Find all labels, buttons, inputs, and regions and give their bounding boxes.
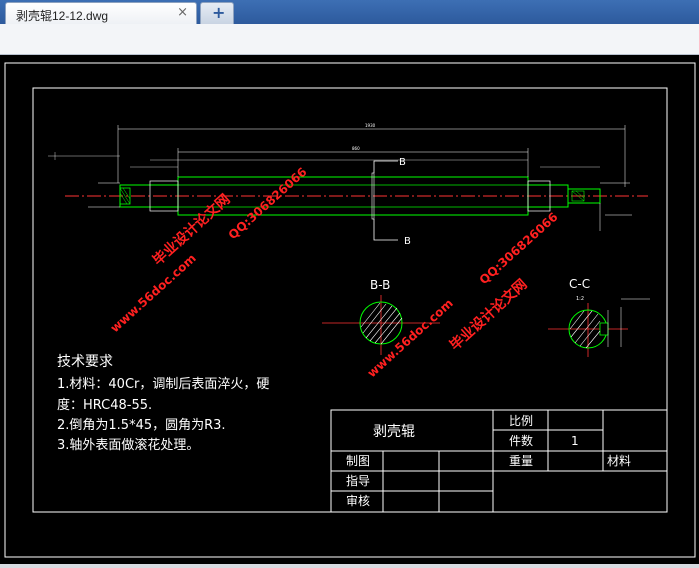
left-bearing	[149, 180, 179, 212]
section-cc-label: C-C	[569, 277, 590, 291]
shaft-main-view: 1930 860 B B	[48, 123, 648, 247]
guide-label: 指导	[346, 473, 370, 488]
tech-line-3: 2.倒角为1.5*45，圆角为R3.	[57, 418, 226, 433]
section-cc-scale: 1:2	[576, 296, 584, 302]
cut-line-b-top	[373, 160, 398, 173]
drawn-label: 制图	[346, 454, 370, 468]
new-tab-button[interactable]: +	[200, 2, 234, 24]
review-label: 审核	[346, 493, 370, 508]
watermark: 毕业设计论文网 QQ:306826066 www.56doc.com www.5…	[108, 165, 561, 381]
watermark-url-2: www.56doc.com	[365, 296, 456, 380]
material-label: 材料	[607, 454, 631, 468]
tab-bar: 剥壳辊12-12.dwg × +	[0, 0, 699, 24]
title-block	[330, 409, 668, 513]
tech-line-2: 度：HRC48-55.	[57, 397, 152, 413]
cut-label-b-top: B	[399, 157, 406, 168]
part-name: 剥壳辊	[373, 423, 415, 440]
watermark-qq-2: QQ:306826066	[477, 210, 561, 288]
scale-label: 比例	[509, 414, 533, 428]
dim-body-text: 860	[352, 146, 360, 151]
weight-label: 重量	[509, 454, 533, 468]
section-bb-label: B-B	[370, 278, 390, 292]
tech-heading: 技术要求	[57, 354, 113, 370]
left-keyway	[119, 187, 131, 205]
technical-requirements: 技术要求 1.材料：40Cr，调制后表面淬火，硬 度：HRC48-55. 2.倒…	[57, 354, 269, 453]
right-shaft-end	[567, 188, 601, 204]
outer-border	[4, 62, 696, 558]
watermark-site-cn-2: 毕业设计论文网	[446, 276, 530, 354]
watermark-qq-1: QQ:306826066	[226, 165, 310, 243]
count-value: 1	[571, 434, 579, 448]
cut-label-b-bottom: B	[404, 236, 411, 247]
cut-line-b-bottom	[373, 219, 398, 241]
tech-line-4: 3.轴外表面做滚花处理。	[57, 437, 199, 453]
tech-line-1: 1.材料：40Cr，调制后表面淬火，硬	[57, 377, 269, 392]
count-label: 件数	[509, 433, 533, 448]
keyway	[599, 322, 609, 336]
drawing-viewport[interactable]: 1930 860 B B B-B C-C 1:2	[0, 55, 699, 564]
plus-icon: +	[212, 3, 226, 22]
tab-title: 剥壳辊12-12.dwg	[16, 9, 109, 23]
dim-overall-text: 1930	[365, 123, 376, 128]
section-cc: C-C 1:2	[548, 277, 650, 357]
section-bb: B-B	[322, 278, 440, 355]
right-bearing	[527, 180, 551, 212]
section-mark	[371, 172, 375, 220]
tab-drawing-file[interactable]: 剥壳辊12-12.dwg ×	[5, 2, 197, 24]
close-icon[interactable]: ×	[177, 5, 188, 20]
cad-drawing: 1930 860 B B B-B C-C 1:2	[4, 62, 696, 558]
watermark-url-1: www.56doc.com	[108, 251, 199, 335]
toolbar	[0, 24, 699, 55]
